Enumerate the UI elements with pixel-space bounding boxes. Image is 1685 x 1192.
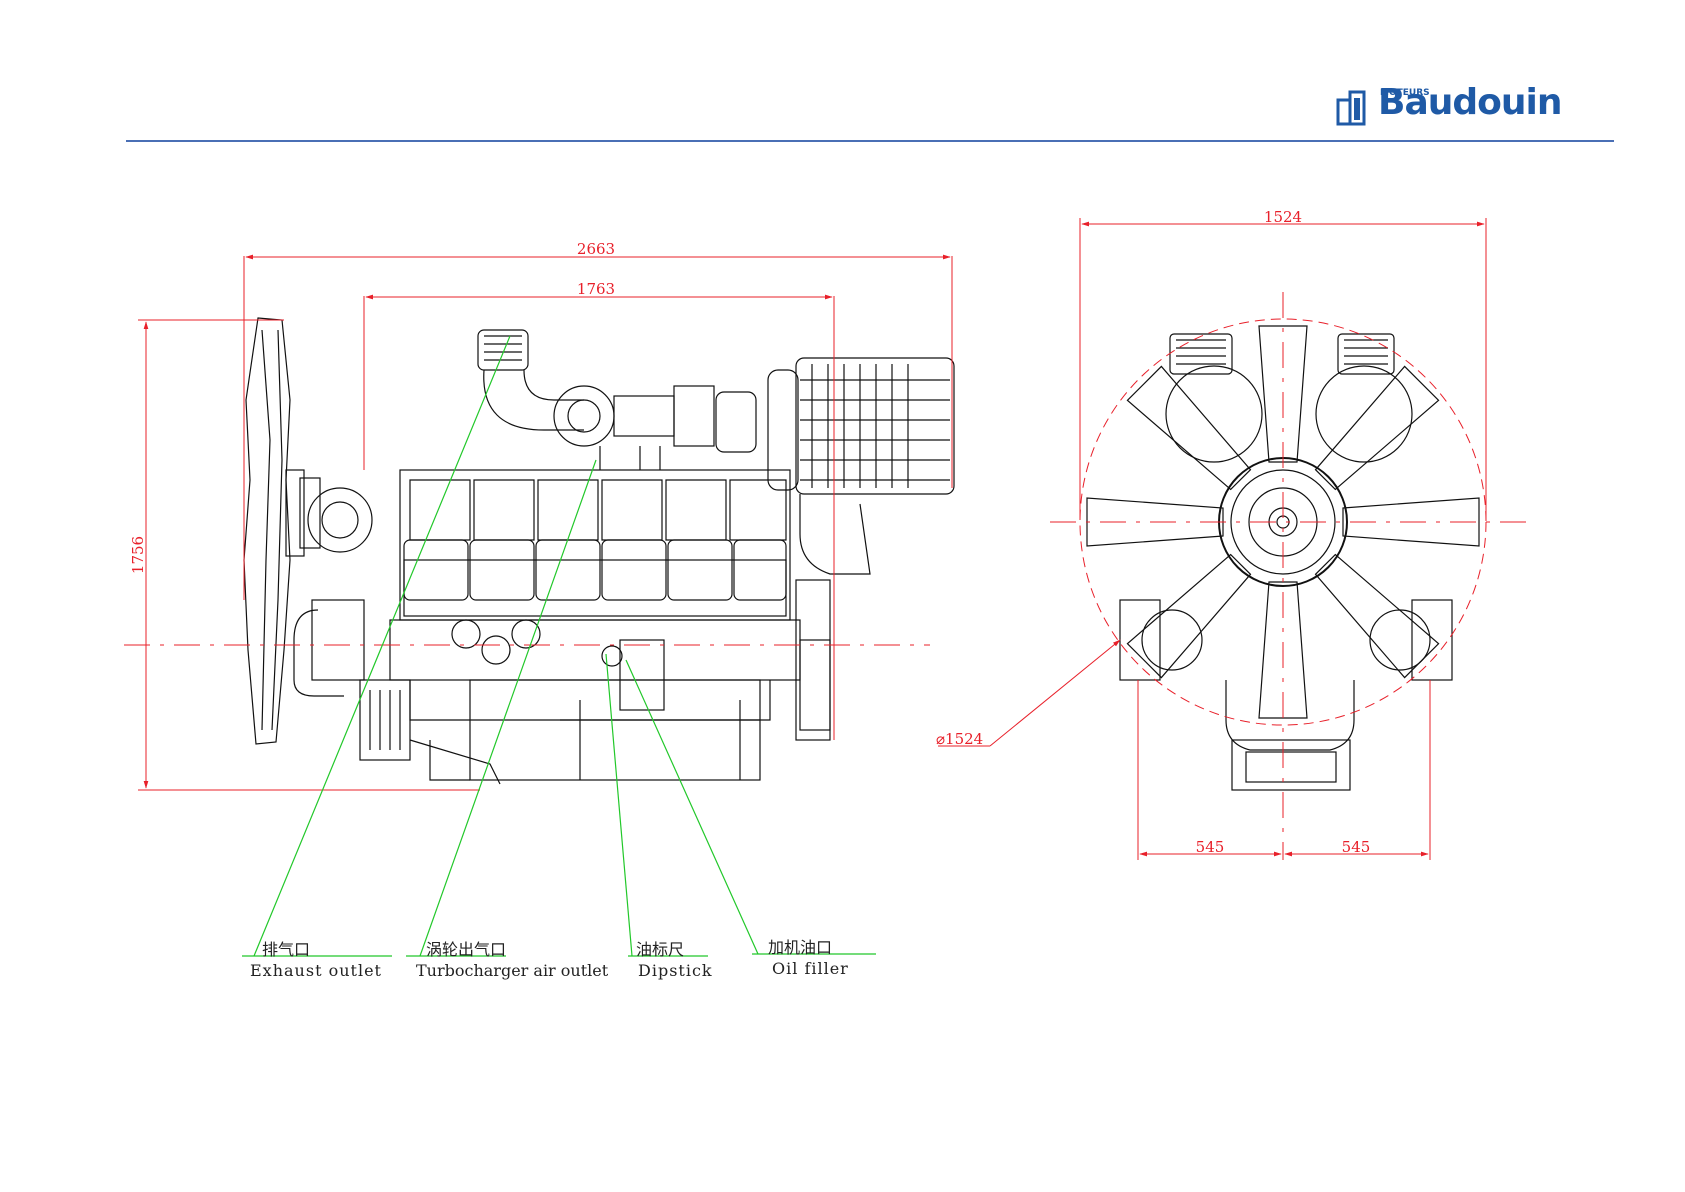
callout-exhaust-cn: 排气口 [262,940,310,959]
callout-turbo-en: Turbocharger air outlet [416,961,609,980]
callout-exhaust-en: Exhaust outlet [250,961,382,980]
callout-dipstick-cn: 油标尺 [636,940,684,959]
dim-front-right-half: 545 [1342,838,1371,856]
dim-fan-diameter: ⌀1524 [936,730,983,748]
callout-leaders [242,336,876,956]
dim-front-width: 1524 [1264,208,1302,226]
side-fan [244,318,320,744]
dim-overall-length: 2663 [577,240,615,258]
side-view [244,318,954,784]
callout-turbo-cn: 涡轮出气口 [426,940,506,959]
front-engine-body [1120,334,1452,790]
callout-dipstick-en: Dipstick [638,961,713,980]
front-dimensions [938,218,1486,860]
dim-height: 1756 [129,536,147,574]
dim-front-left-half: 545 [1196,838,1225,856]
side-engine-block [390,330,954,784]
callout-oil-filler-cn: 加机油口 [768,938,832,957]
callout-oil-filler-en: Oil filler [772,959,849,978]
dim-block-length: 1763 [577,280,615,298]
